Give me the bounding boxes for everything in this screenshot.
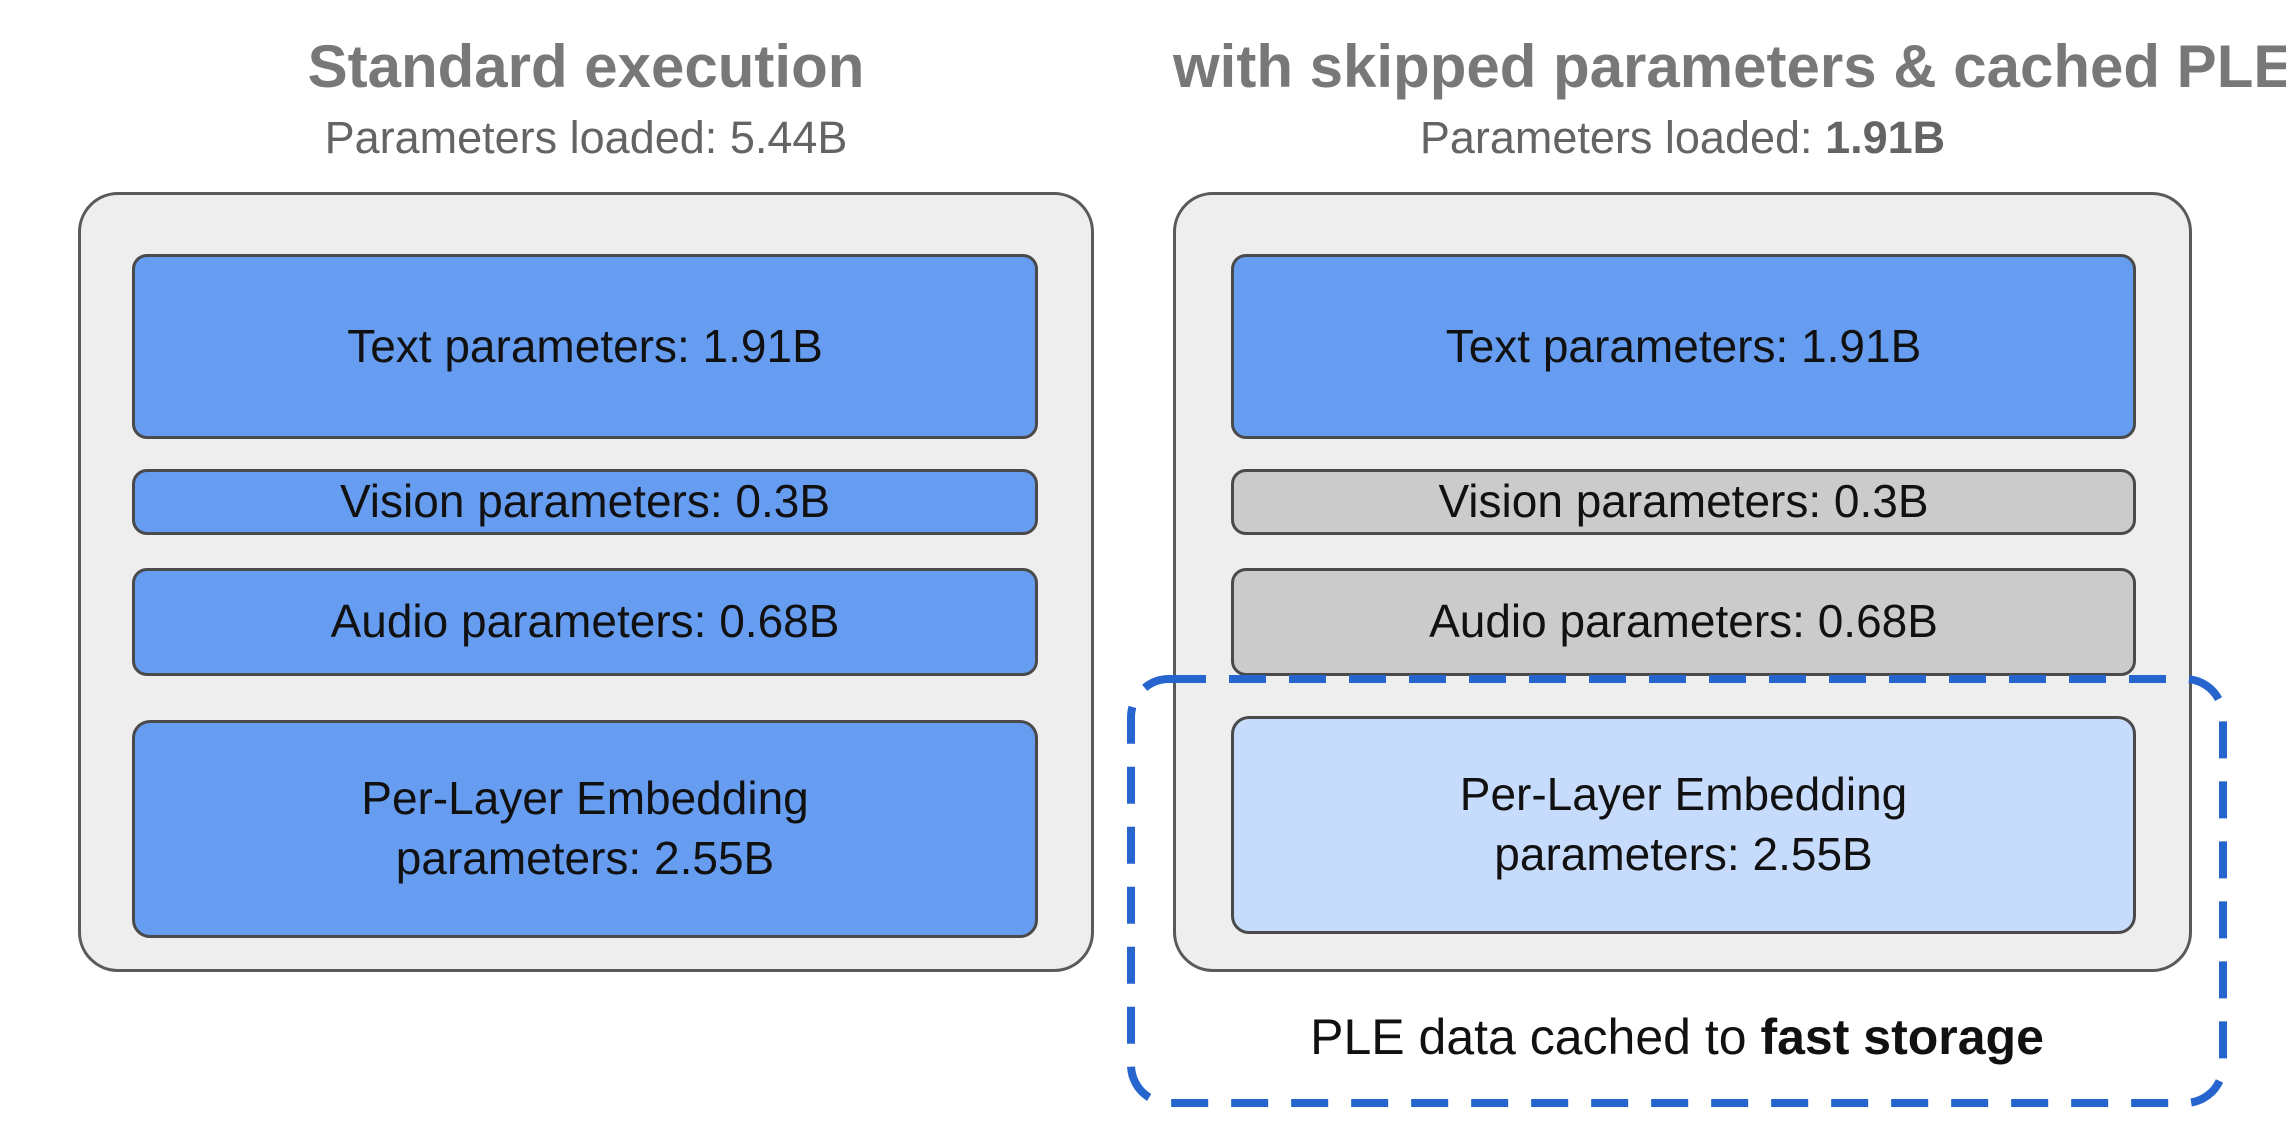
right-ple-params-box-cached: Per-Layer Embedding parameters: 2.55B [1231,716,2136,934]
right-model-container: Text parameters: 1.91B Vision parameters… [1173,192,2192,972]
left-panel-title: Standard execution [307,33,865,100]
left-params-loaded: Parameters loaded: 5.44B [78,112,1094,164]
right-text-params-box: Text parameters: 1.91B [1231,254,2136,439]
left-model-container: Text parameters: 1.91B Vision parameters… [78,192,1094,972]
ple-cache-dashed-outline [1127,675,2227,1107]
right-ple-params-label: Per-Layer Embedding parameters: 2.55B [1459,768,1908,880]
right-vision-params-label: Vision parameters: 0.3B [1438,475,1929,528]
left-text-params-label: Text parameters: 1.91B [347,319,823,372]
left-params-loaded-label: Parameters loaded: [324,112,718,163]
ple-cache-caption: PLE data cached to fast storage [1131,1008,2223,1066]
right-params-loaded-label: Parameters loaded: [1419,112,1813,163]
right-params-loaded: Parameters loaded: 1.91B [1173,112,2192,164]
left-audio-params-label: Audio parameters: 0.68B [330,595,840,648]
right-audio-params-label: Audio parameters: 0.68B [1429,595,1938,648]
right-panel-header: with skipped parameters & cached PLE [1173,33,2286,100]
left-vision-params-box: Vision parameters: 0.3B [132,469,1038,535]
right-params-loaded-value: 1.91B [1825,112,1946,163]
left-audio-params-box: Audio parameters: 0.68B [132,568,1038,676]
ple-cache-caption-bold: fast storage [1760,1009,2044,1065]
left-vision-params-label: Vision parameters: 0.3B [339,475,831,528]
left-ple-params-label: Per-Layer Embedding parameters: 2.55B [361,772,809,884]
right-audio-params-box-skipped: Audio parameters: 0.68B [1231,568,2136,676]
ple-cache-caption-prefix: PLE data cached to [1310,1009,1747,1065]
left-panel-header: Standard execution [78,34,1094,100]
left-ple-params-box: Per-Layer Embedding parameters: 2.55B [132,720,1038,938]
right-vision-params-box-skipped: Vision parameters: 0.3B [1231,469,2136,535]
right-panel-title: with skipped parameters & cached PLE [1173,33,2286,100]
left-params-loaded-value: 5.44B [729,112,848,163]
right-text-params-label: Text parameters: 1.91B [1445,319,1922,372]
left-text-params-box: Text parameters: 1.91B [132,254,1038,439]
